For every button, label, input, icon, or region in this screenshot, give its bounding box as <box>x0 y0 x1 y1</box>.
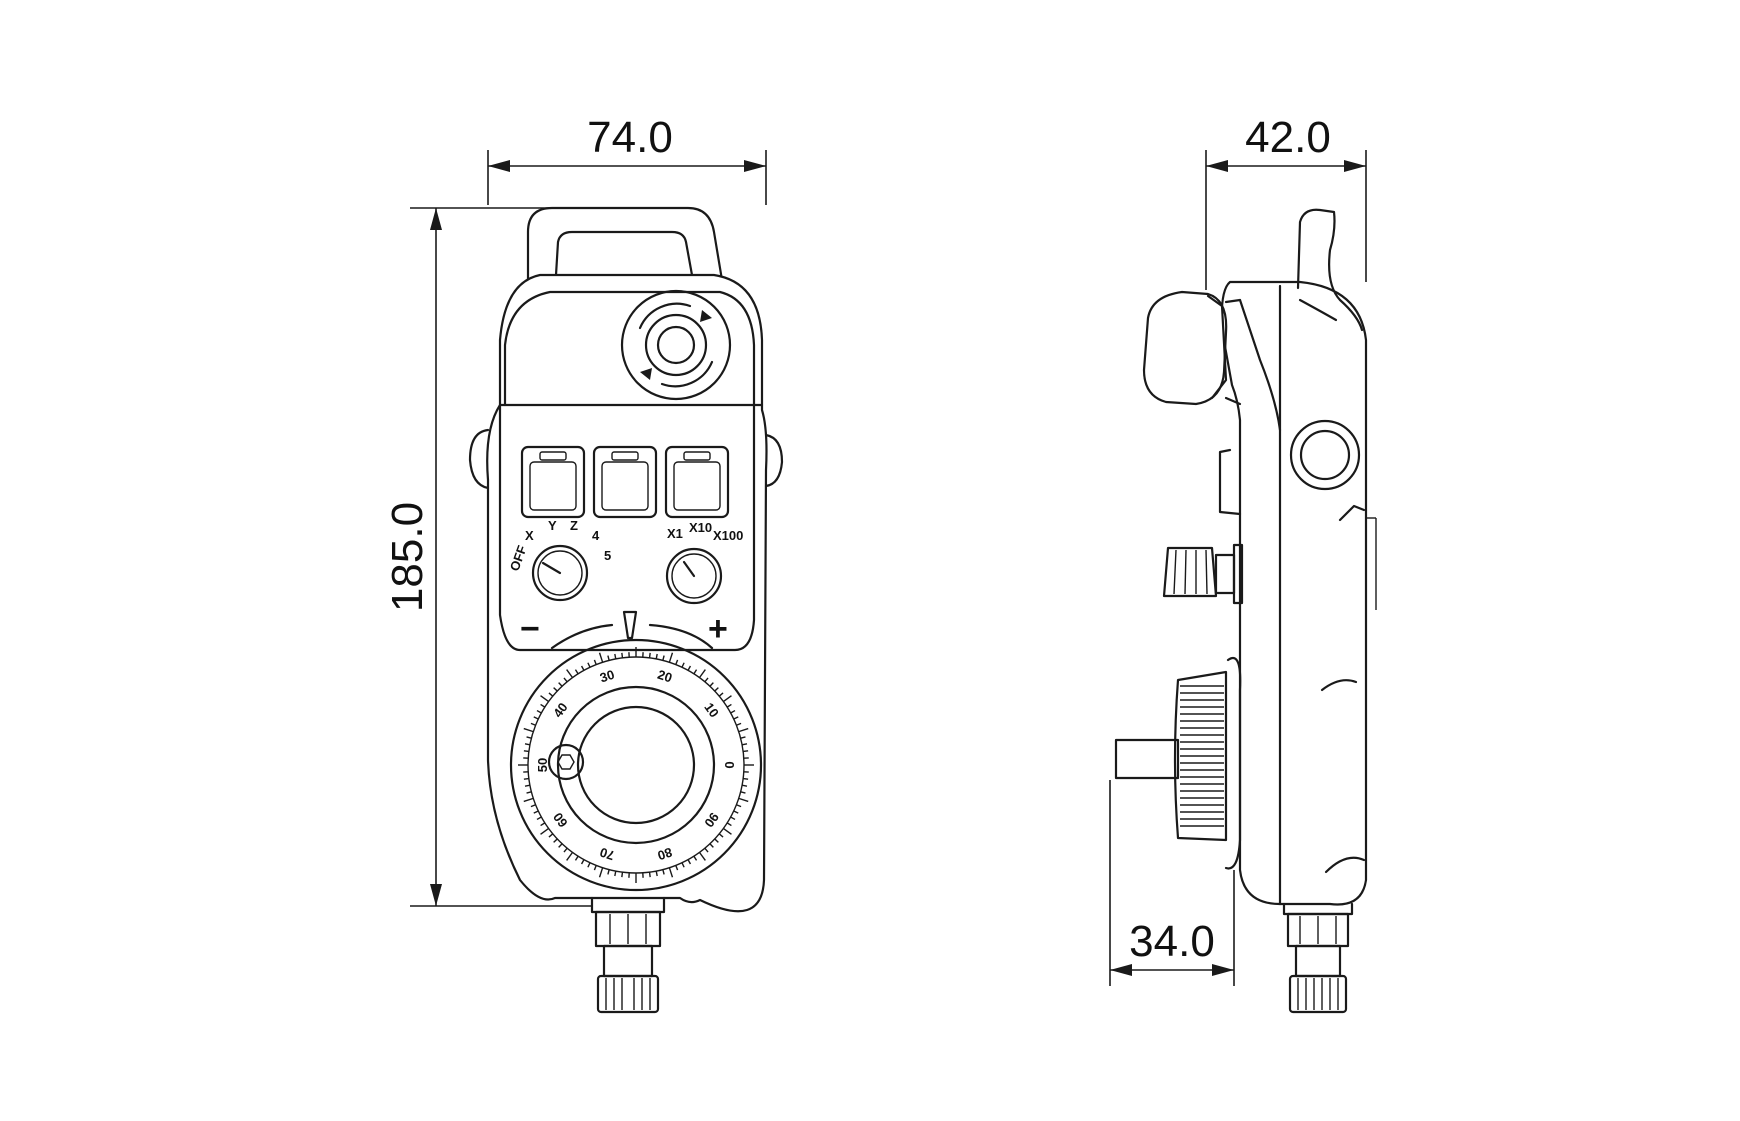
handwheel-tick <box>525 785 530 786</box>
jog-minus-sign: − <box>520 610 540 648</box>
axis-label-x: X <box>525 528 534 543</box>
handwheel-tick <box>743 751 748 752</box>
dimension-depth-lower: 34.0 <box>1110 780 1234 986</box>
front-view: OFF X Y Z 4 5 X1 X10 X100 − + <box>470 208 782 1012</box>
side-cable-connector <box>1284 904 1352 1012</box>
front-handle-inner <box>556 232 692 275</box>
handwheel-scale-label: 0 <box>722 761 737 768</box>
dimension-height-front-value: 185.0 <box>383 502 432 612</box>
step-label-x1: X1 <box>667 526 683 541</box>
handwheel-tick <box>615 654 616 659</box>
axis-label-5: 5 <box>604 548 611 563</box>
axis-label-y: Y <box>548 518 557 533</box>
axis-label-z: Z <box>570 518 578 533</box>
dimension-width-front-value: 74.0 <box>587 113 673 162</box>
dimension-width-front: 74.0 <box>488 113 766 205</box>
handwheel-tick <box>650 653 651 658</box>
handwheel-tick <box>656 654 657 659</box>
axis-label-4: 4 <box>592 528 600 543</box>
dimension-depth-side-value: 42.0 <box>1245 113 1331 162</box>
handwheel-tick <box>743 779 748 780</box>
side-selector-knob[interactable] <box>1164 545 1242 603</box>
handwheel-tick <box>524 779 529 780</box>
side-handwheel[interactable] <box>1116 658 1240 868</box>
side-body <box>1222 282 1366 905</box>
handwheel-tick <box>525 744 530 745</box>
side-left-tab <box>1220 450 1240 514</box>
handwheel-scale-label: 50 <box>535 758 550 772</box>
dimension-depth-lower-value: 34.0 <box>1129 917 1215 966</box>
handwheel-tick <box>622 653 623 658</box>
front-right-bump <box>766 435 782 486</box>
handwheel-tick <box>650 872 651 877</box>
jog-plus-sign: + <box>708 610 728 648</box>
handwheel-tick <box>742 785 747 786</box>
side-view <box>1116 210 1376 1012</box>
handwheel-tick <box>656 871 657 876</box>
step-label-x100: X100 <box>713 528 743 543</box>
handwheel-tick <box>622 872 623 877</box>
dimension-depth-side: 42.0 <box>1206 113 1366 290</box>
handwheel-tick <box>524 751 529 752</box>
handwheel-tick <box>742 744 747 745</box>
handwheel-tick <box>615 871 616 876</box>
front-cable-connector <box>592 898 664 1012</box>
front-left-bump <box>470 430 488 488</box>
step-label-x10: X10 <box>689 520 712 535</box>
side-handwheel-ribs <box>1180 686 1224 826</box>
side-crank-handle[interactable] <box>1116 740 1178 778</box>
